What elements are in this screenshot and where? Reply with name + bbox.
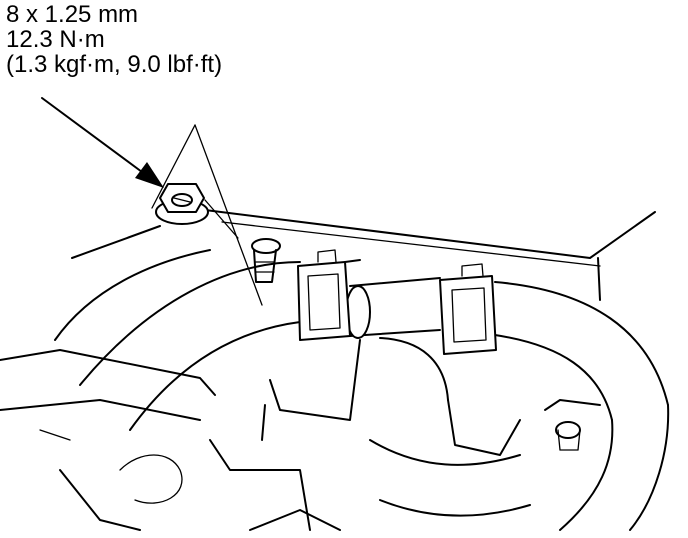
torque-spec-callout: 8 x 1.25 mm 12.3 N·m (1.3 kgf·m, 9.0 lbf…	[6, 2, 222, 77]
hose-left	[54, 249, 301, 431]
bolt-size-label: 8 x 1.25 mm	[6, 1, 139, 28]
clamp-right	[439, 263, 497, 355]
flange-nut-icon	[155, 183, 209, 225]
torque-alt-label: (1.3 kgf·m, 9.0 lbf·ft)	[6, 51, 223, 78]
arrow-icon	[41, 97, 164, 188]
hose-right	[494, 281, 670, 531]
callout-leader-lines	[151, 124, 263, 306]
body-panel	[71, 209, 656, 301]
clip-icon	[297, 249, 361, 341]
push-clip	[251, 238, 281, 283]
pipe	[345, 277, 441, 339]
lower-components	[0, 337, 601, 531]
torque-nm-label: 12.3 N·m	[6, 26, 105, 53]
